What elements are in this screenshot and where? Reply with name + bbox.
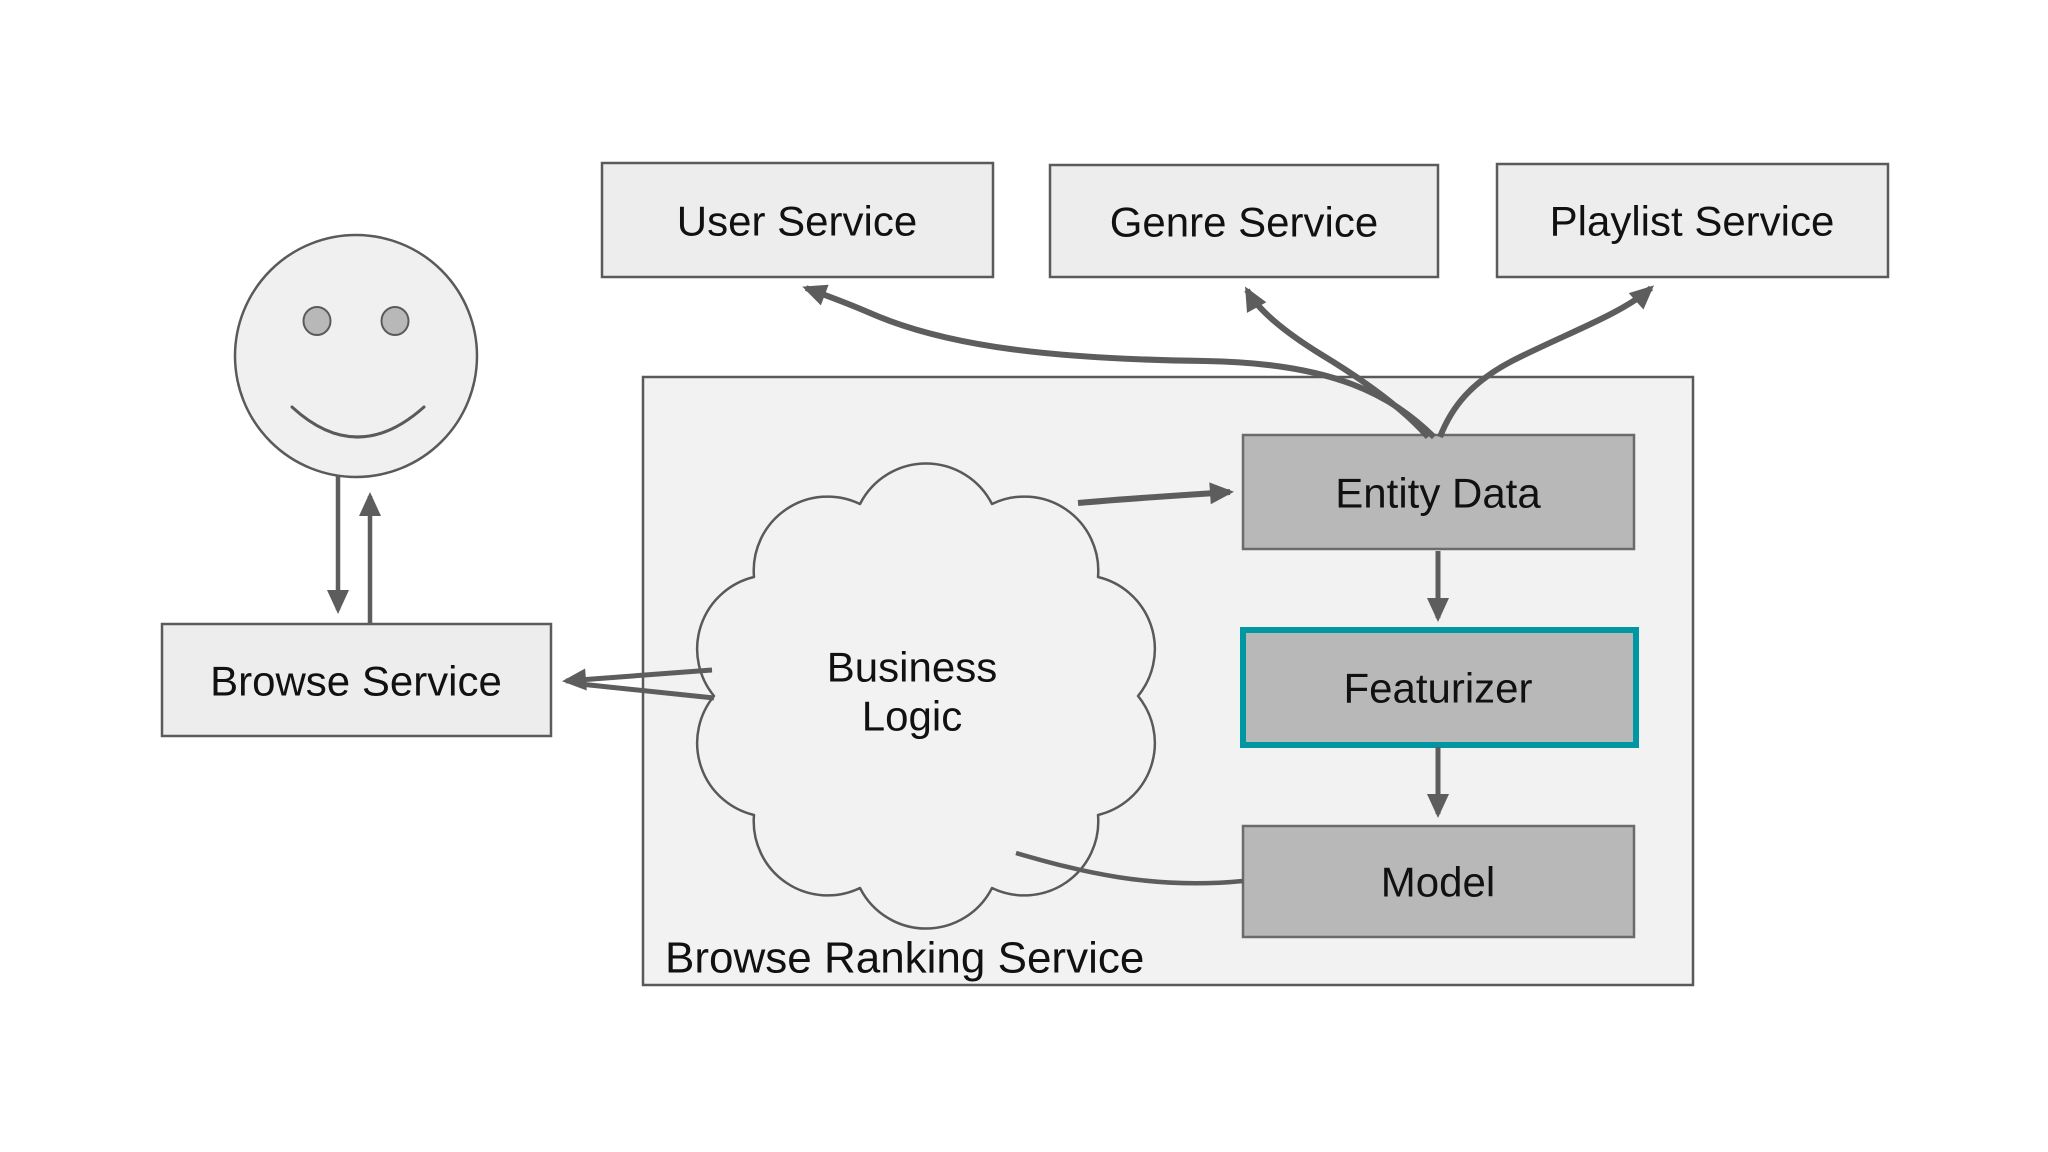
business-logic-label-line1: Business <box>827 644 997 691</box>
arrow-business-logic-to-browse-service <box>562 667 713 691</box>
browse-ranking-service-label: Browse Ranking Service <box>665 934 1144 983</box>
model-box <box>1241 824 1636 939</box>
entity-data-box <box>1241 433 1636 551</box>
line-model-to-business-logic <box>1015 850 1244 886</box>
smiley-right-eye <box>380 306 410 336</box>
playlist-service-label: Playlist Service <box>1550 198 1835 245</box>
featurizer-node: Featurizer <box>1240 627 1639 748</box>
business-logic-label-line2: Logic <box>862 693 962 740</box>
featurizer-box-highlighted <box>1240 627 1639 748</box>
smiley-face-icon <box>233 233 479 479</box>
genre-service-label: Genre Service <box>1110 199 1378 246</box>
business-logic-cloud: Business Logic <box>695 462 1157 930</box>
playlist-service-box <box>1495 162 1890 279</box>
arrow-entity-data-to-user-service <box>802 284 1437 440</box>
genre-service-node: Genre Service <box>1048 163 1440 279</box>
arrow-entity-data-to-genre-service <box>1244 286 1431 439</box>
cloud-shape <box>695 462 1157 930</box>
entity-data-node: Entity Data <box>1241 433 1636 551</box>
smiley-mouth <box>290 405 426 439</box>
playlist-service-node: Playlist Service <box>1495 162 1890 279</box>
smiley-left-eye <box>302 306 332 336</box>
browse-service-box <box>160 622 553 738</box>
user-service-node: User Service <box>600 161 995 279</box>
entity-data-label: Entity Data <box>1335 470 1541 517</box>
genre-service-box <box>1048 163 1440 279</box>
model-label: Model <box>1381 859 1495 906</box>
user-actor <box>233 233 479 479</box>
arrow-entity-data-to-playlist-service <box>1437 285 1654 439</box>
browse-service-node: Browse Service <box>160 622 553 738</box>
connectors <box>327 284 1654 886</box>
featurizer-label: Featurizer <box>1343 665 1532 712</box>
arrow-business-logic-to-entity-data <box>1077 482 1234 506</box>
user-service-box <box>600 161 995 279</box>
browse-service-label: Browse Service <box>210 658 502 705</box>
pipeline-nodes: Entity Data Featurizer Model <box>1240 433 1639 939</box>
model-node: Model <box>1241 824 1636 939</box>
line-business-logic-to-browse-service-secondary <box>579 681 715 701</box>
user-service-label: User Service <box>677 198 917 245</box>
external-services: User Service Genre Service Playlist Serv… <box>600 161 1890 279</box>
